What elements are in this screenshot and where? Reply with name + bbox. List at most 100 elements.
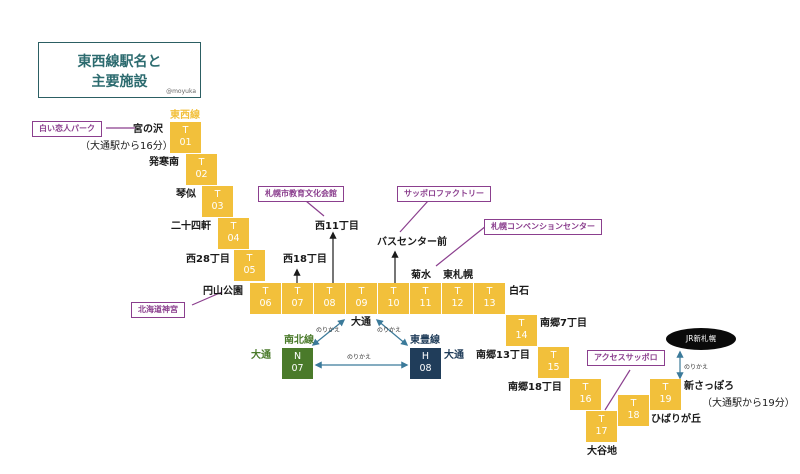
station-number: 12 [451,298,464,309]
station-number: 04 [227,233,240,244]
title-line-1: 東西線駅名と [77,54,162,70]
callout-kyoiku-bunka[interactable]: 札幌市教育文化会館 [258,186,344,202]
station-name-t13: 白石 [509,286,529,297]
credit: @moyuka [166,88,196,95]
station-letter: T [246,253,253,264]
station-letter: T [262,286,269,297]
station-name-t09: 大通 [351,317,371,328]
station-name-h08: 大通 [444,350,464,361]
callout-access-sapporo[interactable]: アクセスサッポロ [587,350,665,366]
station-name-t06: 円山公園 [203,286,243,297]
callout-jr-shin-sapporo[interactable]: JR新札幌 [666,328,736,350]
station-letter: T [518,318,525,329]
station-number: 07 [291,363,304,374]
station-letter: T [182,125,189,136]
station-number: 13 [483,298,496,309]
line-label-tozai: 東西線 [170,110,200,121]
connector-sapporo-factory [399,200,429,233]
station-number: 10 [387,298,400,309]
station-letter: T [454,286,461,297]
station-letter: H [421,351,430,362]
callout-hokkaido-jingu[interactable]: 北海道神宮 [131,302,185,318]
station-number: 07 [291,298,304,309]
connector-convention [435,225,487,267]
station-letter: T [358,286,365,297]
station-name-t15: 南郷13丁目 [476,350,530,361]
connector-access-sapporo [604,369,631,411]
connector-kyoiku-bunka [305,200,325,217]
station-letter: T [230,221,237,232]
station-number: 11 [419,298,432,309]
station-letter: T [198,157,205,168]
station-letter: T [598,414,605,425]
station-name-t18: ひばりが丘 [651,414,701,425]
transfer-note: のりかえ [684,364,709,371]
station-name-t19: 新さっぽろ [684,381,734,392]
station-number: 03 [211,201,224,212]
callout-shiroi-koibito[interactable]: 白い恋人パーク [32,121,102,137]
station-name-t12: 東札幌 [443,270,473,281]
callout-convention[interactable]: 札幌コンベンションセンター [484,219,602,235]
station-name-t07: 西18丁目 [283,254,327,265]
transfer-note: のりかえ [377,327,402,334]
station-number: 08 [419,363,432,374]
title-box: 東西線駅名と 主要施設 @moyuka [38,42,201,98]
station-number: 05 [243,265,256,276]
station-letter: T [550,350,557,361]
station-name-t16: 南郷18丁目 [508,382,562,393]
station-letter: T [582,382,589,393]
callout-sapporo-factory[interactable]: サッポロファクトリー [397,186,491,202]
station-name-t02: 発寒南 [149,157,179,168]
station-letter: N [293,351,302,362]
station-number: 09 [355,298,368,309]
station-name-t14: 南郷7丁目 [540,318,587,329]
station-letter: T [390,286,397,297]
station-number: 15 [547,362,560,373]
transfer-arrow-namboku [311,319,346,346]
station-name-t10: バスセンター前 [377,237,447,248]
line-label-namboku: 南北線 [284,335,314,346]
connector-hokkaido-jingu [191,291,223,306]
station-letter: T [630,398,637,409]
transfer-arrow-toho [375,319,409,346]
transfer-note: のりかえ [316,327,341,334]
note-shinsapporo-time: （大通駅から19分） [702,398,795,409]
station-number: 02 [195,169,208,180]
station-name-n07: 大通 [251,350,271,361]
station-number: 17 [595,426,608,437]
transfer-note: のりかえ [347,354,372,361]
station-number: 01 [179,137,192,148]
station-name-t17: 大谷地 [587,446,617,457]
station-letter: T [422,286,429,297]
station-letter: T [214,189,221,200]
station-number: 19 [659,394,672,405]
station-name-t04: 二十四軒 [171,221,211,232]
station-name-t08: 西11丁目 [315,221,359,232]
station-letter: T [326,286,333,297]
note-miyanosawa-time: （大通駅から16分） [80,141,173,152]
station-letter: T [662,382,669,393]
